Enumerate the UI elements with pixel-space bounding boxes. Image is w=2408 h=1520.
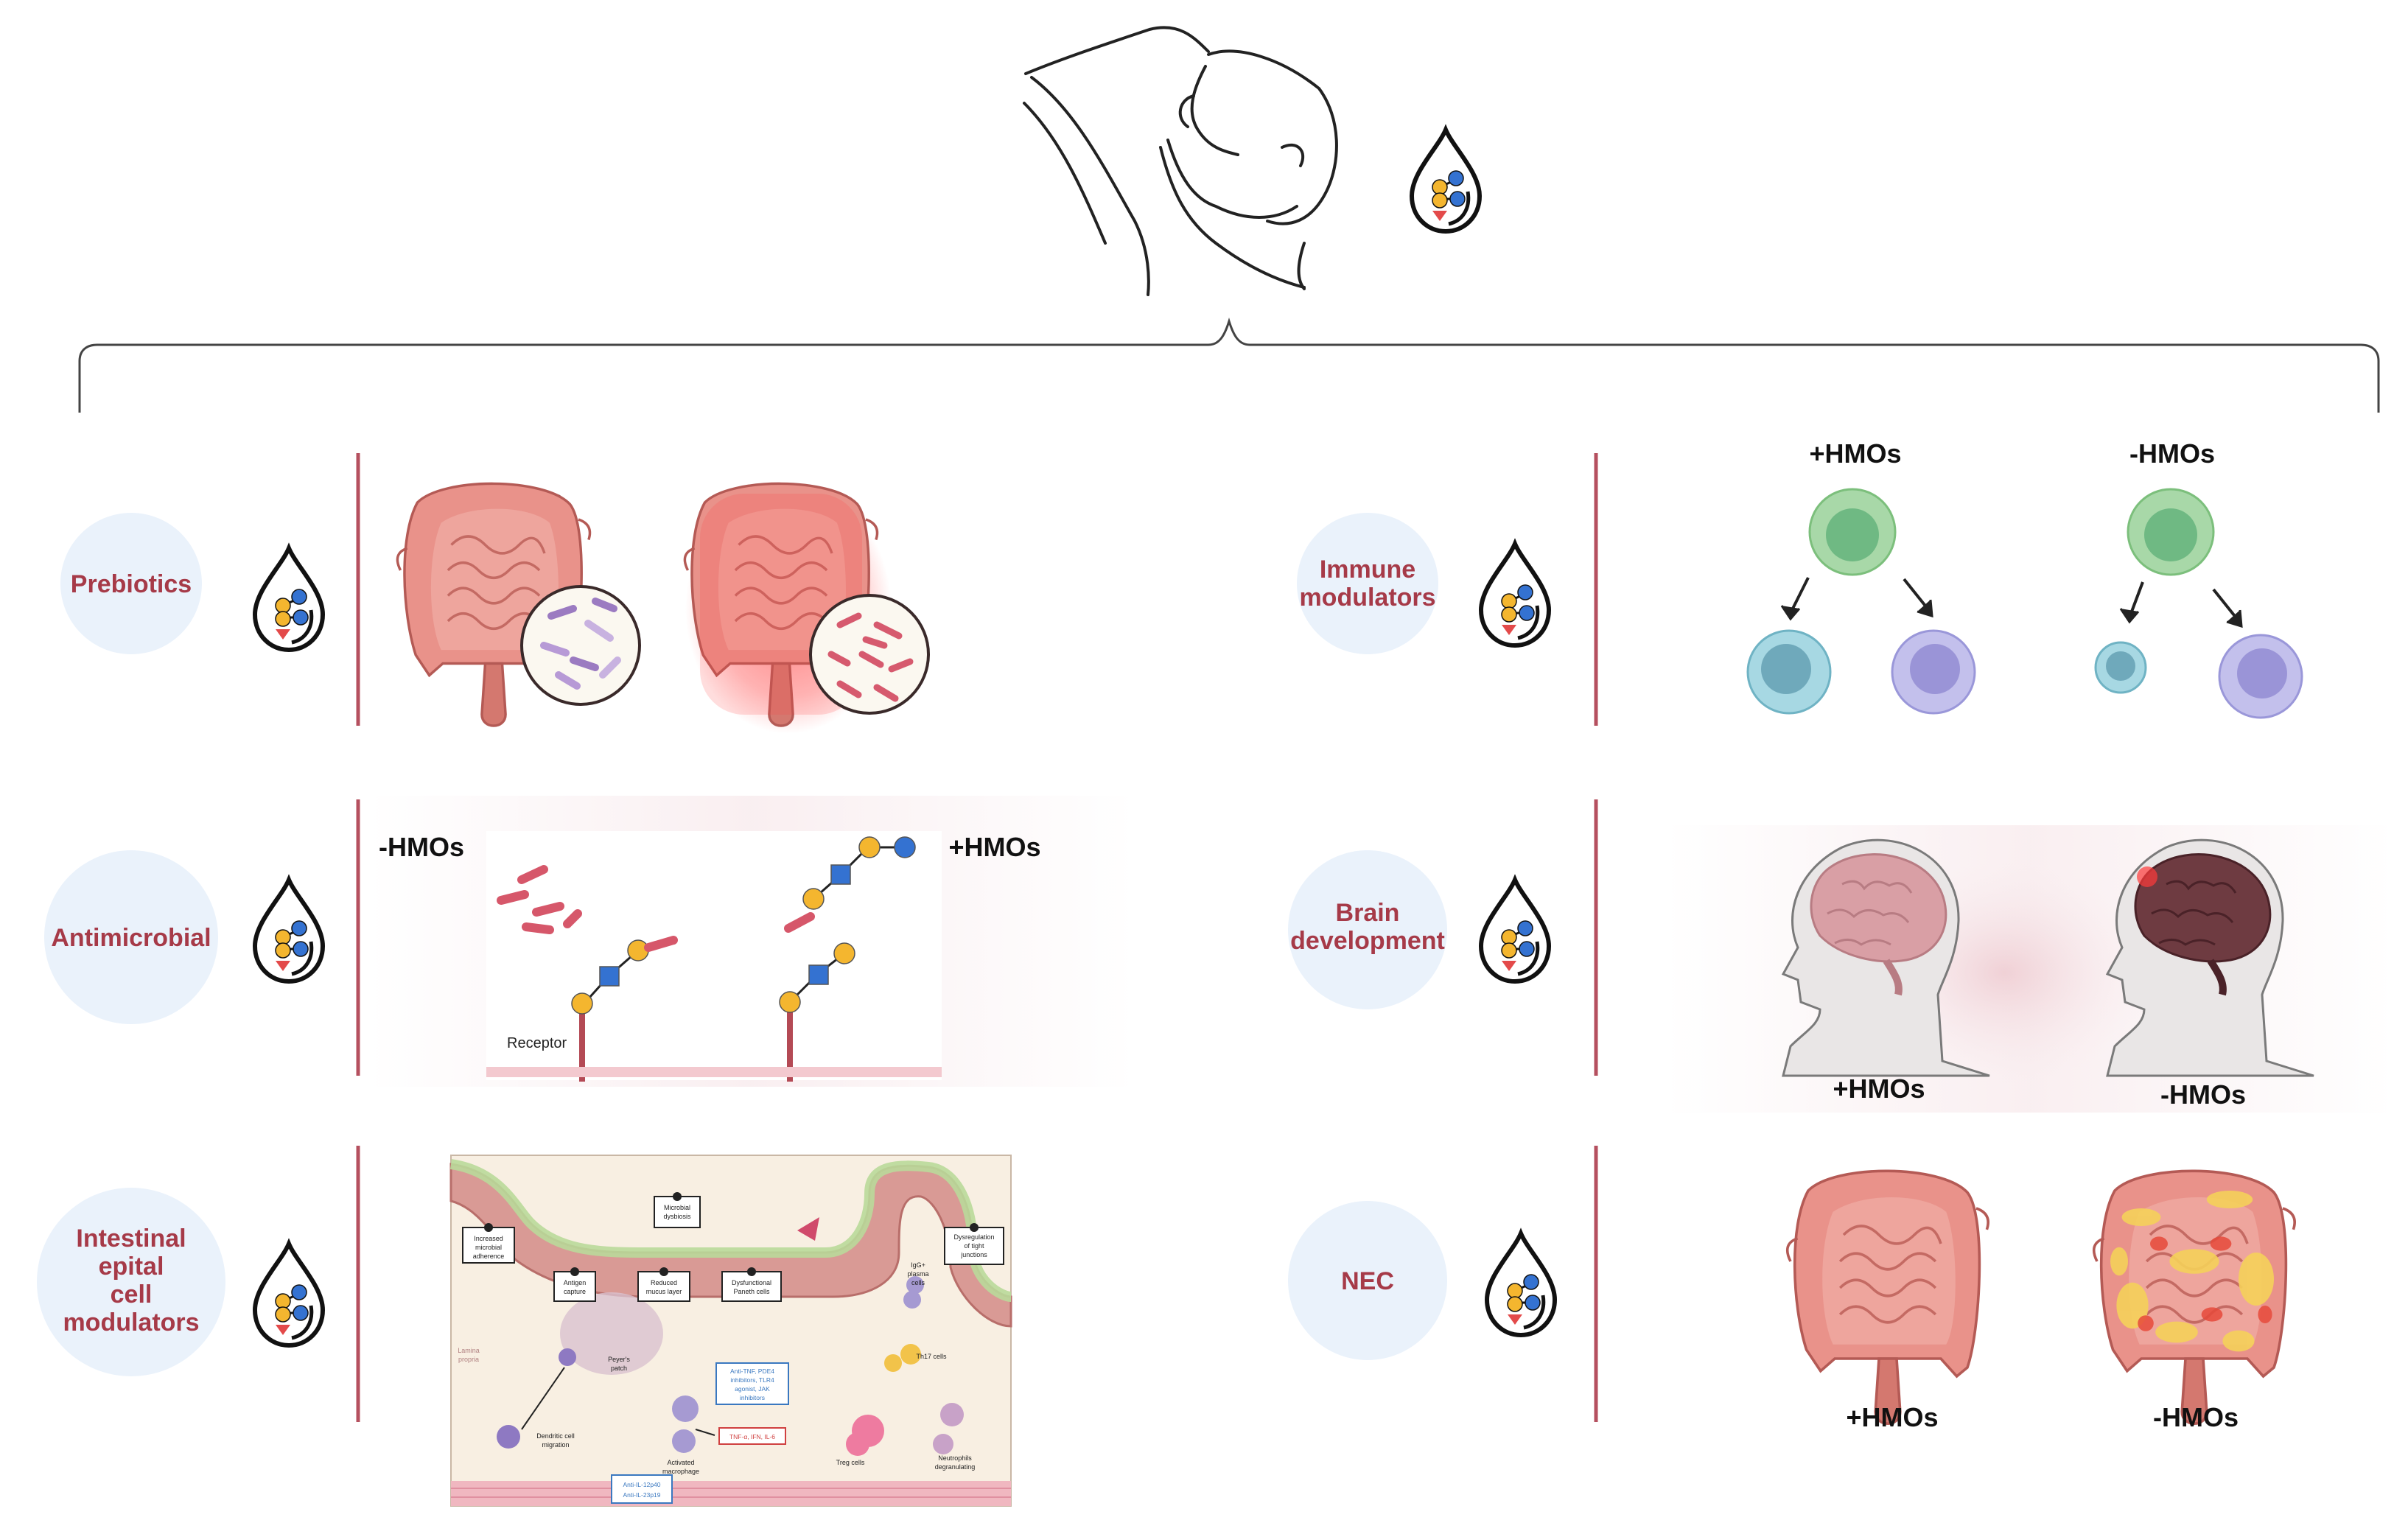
nec-bubble bbox=[1288, 1201, 1447, 1360]
igg-label-2: plasma bbox=[907, 1270, 928, 1278]
callout-1-line3: adherence bbox=[473, 1253, 505, 1260]
peyers-label-1: Peyer's bbox=[608, 1356, 630, 1363]
lamina-label-2: propria bbox=[458, 1356, 479, 1363]
il-box-line1: Anti-IL-12p40 bbox=[623, 1481, 660, 1488]
brain-plus-label: +HMOs bbox=[1833, 1074, 1925, 1104]
callout-2-line2: capture bbox=[564, 1288, 586, 1295]
nec-title: NEC bbox=[1341, 1267, 1394, 1295]
macrophage-label-2: macrophage bbox=[662, 1468, 699, 1475]
blue-box-line3: agonist, JAK bbox=[735, 1385, 770, 1393]
igg-label-3: cells bbox=[911, 1279, 925, 1286]
immune-drop-icon bbox=[1481, 544, 1549, 645]
gut-mucosa-panel: Increased microbial adherence Antigen ca… bbox=[449, 1155, 1012, 1507]
receptor-label: Receptor bbox=[507, 1035, 567, 1051]
intestinal-title-line3: cell bbox=[111, 1281, 153, 1309]
breastfeeding-illustration bbox=[1023, 26, 1338, 296]
treg-label: Treg cells bbox=[836, 1459, 865, 1466]
antimicrobial-bubble bbox=[44, 850, 218, 1024]
igg-label-1: IgG+ bbox=[911, 1261, 925, 1269]
intestinal-title-line2: epital bbox=[99, 1253, 164, 1281]
callout-5-line1: Dysfunctional bbox=[732, 1279, 771, 1286]
callout-3-line1: Reduced bbox=[651, 1279, 677, 1286]
il-box-line2: Anti-IL-23p19 bbox=[623, 1491, 660, 1499]
macrophage-label-1: Activated bbox=[667, 1459, 694, 1466]
brain-bubble bbox=[1288, 850, 1447, 1009]
nec-damaged-intestine-icon bbox=[2094, 1171, 2295, 1423]
intestinal-drop-icon bbox=[255, 1244, 323, 1345]
header-milk-drop-icon bbox=[1412, 130, 1480, 231]
nec-drop-icon bbox=[1487, 1233, 1555, 1335]
antimicrobial-minus-label: -HMOs bbox=[379, 832, 464, 862]
immune-title-line1: Immune bbox=[1320, 556, 1415, 584]
prebiotics-drop-icon bbox=[255, 548, 323, 650]
callout-2-line1: Antigen bbox=[564, 1279, 587, 1286]
dendritic-label-2: migration bbox=[542, 1441, 569, 1449]
nec-minus-label: -HMOs bbox=[2153, 1402, 2239, 1432]
callout-6-line3: junctions bbox=[960, 1251, 987, 1258]
blue-box-line4: inhibitors bbox=[740, 1394, 765, 1401]
healthy-bacteria-magnifier bbox=[520, 585, 641, 706]
intestinal-title-line4: modulators bbox=[63, 1309, 199, 1337]
immune-cells-minus bbox=[2094, 488, 2303, 719]
antimicrobial-drop-icon bbox=[255, 880, 323, 981]
callout-6-line1: Dysregulation bbox=[953, 1233, 994, 1241]
nec-plus-label: +HMOs bbox=[1846, 1402, 1938, 1432]
brace bbox=[78, 318, 2380, 413]
immune-cells-plus bbox=[1746, 488, 1976, 715]
callout-5-line2: Paneth cells bbox=[733, 1288, 770, 1295]
th-label: Th17 cells bbox=[916, 1353, 947, 1360]
brain-head-plus bbox=[1782, 838, 1991, 1077]
lamina-label-1: Lamina bbox=[458, 1347, 480, 1354]
immune-minus-label: -HMOs bbox=[2129, 438, 2215, 469]
dendritic-label-1: Dendritic cell bbox=[536, 1432, 575, 1440]
callout-1-line2: microbial bbox=[475, 1244, 502, 1251]
antimicrobial-plus-label: +HMOs bbox=[948, 832, 1040, 862]
nec-healthy-intestine-icon bbox=[1785, 1169, 1989, 1425]
brain-title-line1: Brain bbox=[1336, 899, 1400, 927]
red-box: TNF-α, IFN, IL-6 bbox=[729, 1433, 775, 1440]
antimicrobial-panel bbox=[486, 831, 942, 1080]
prebiotics-title: Prebiotics bbox=[71, 570, 192, 598]
callout-1-line1: Increased bbox=[474, 1235, 503, 1242]
peyers-label-2: patch bbox=[611, 1365, 627, 1372]
intestinal-bubble bbox=[37, 1188, 225, 1376]
callout-4-line1: Microbial bbox=[664, 1204, 690, 1211]
blue-box-line1: Anti-TNF, PDE4 bbox=[730, 1367, 774, 1375]
brain-title-line2: development bbox=[1290, 927, 1445, 955]
bacteria-icon bbox=[497, 865, 582, 934]
prebiotics-bubble bbox=[60, 513, 202, 654]
pathogen-bacteria-magnifier bbox=[809, 594, 930, 715]
brain-head-minus bbox=[2106, 838, 2315, 1077]
hmo-decoy-receptor bbox=[779, 836, 916, 1082]
antimicrobial-title: Antimicrobial bbox=[51, 924, 211, 952]
neutrophil-label-1: Neutrophils bbox=[938, 1454, 972, 1462]
receptor-bound-bacterium bbox=[571, 936, 678, 1082]
neutrophil-label-2: degranulating bbox=[935, 1463, 976, 1471]
immune-plus-label: +HMOs bbox=[1809, 438, 1901, 469]
brain-drop-icon bbox=[1481, 880, 1549, 981]
intestinal-title-line1: Intestinal bbox=[76, 1225, 186, 1253]
callout-3-line2: mucus layer bbox=[646, 1288, 682, 1295]
blue-box-line2: inhibitors, TLR4 bbox=[730, 1376, 774, 1384]
callout-4-line2: dysbiosis bbox=[663, 1213, 691, 1220]
callout-6-line2: of tight bbox=[964, 1242, 984, 1250]
brain-minus-label: -HMOs bbox=[2160, 1079, 2246, 1110]
immune-bubble bbox=[1297, 513, 1438, 654]
immune-title-line2: modulators bbox=[1299, 584, 1435, 612]
